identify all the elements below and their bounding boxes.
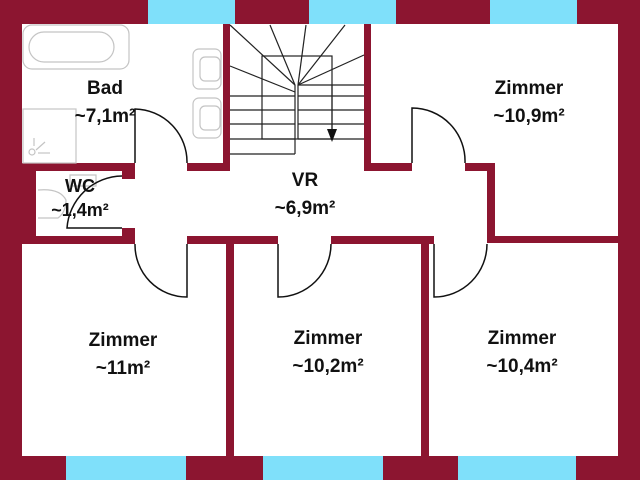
door-zimmer-s [277, 243, 332, 298]
window-bottom-1 [66, 456, 186, 480]
door-zimmer-sw [134, 243, 188, 298]
room-area: ~10,2m² [292, 356, 364, 377]
room-area: ~1,4m² [51, 200, 109, 220]
room-area: ~10,4m² [486, 356, 558, 377]
toilet-icon [37, 174, 97, 219]
room-label-vr: VR ~6,9m² [275, 171, 336, 218]
room-name: VR [291, 170, 319, 191]
door-zimmer-se [433, 243, 488, 298]
room-name: Zimmer [494, 78, 564, 99]
room-name: Zimmer [487, 328, 557, 349]
door-bad [134, 108, 188, 164]
sink-icon [192, 48, 222, 139]
room-name: Zimmer [88, 330, 158, 351]
room-label-zimmer-ne: Zimmer ~10,9m² [493, 79, 564, 126]
door-zimmer-ne [411, 107, 466, 164]
room-label-zimmer-sw: Zimmer ~11m² [89, 331, 158, 378]
room-name: WC [64, 176, 95, 196]
door-wc [66, 175, 123, 229]
window-bottom-3 [458, 456, 576, 480]
room-area: ~6,9m² [274, 198, 336, 219]
staircase [229, 24, 365, 155]
room-label-zimmer-se: Zimmer ~10,4m² [486, 329, 557, 376]
window-top-2 [309, 0, 396, 24]
shower-icon [22, 108, 77, 164]
room-label-wc: WC ~1,4m² [51, 177, 109, 219]
room-label-zimmer-s: Zimmer ~10,2m² [292, 329, 363, 376]
room-area: ~10,9m² [493, 106, 565, 127]
window-top-3 [490, 0, 577, 24]
room-area: ~7,1m² [74, 106, 136, 127]
stair-direction-arrow-icon [327, 129, 337, 142]
window-bottom-2 [263, 456, 383, 480]
doors [66, 107, 488, 298]
room-name: Bad [87, 78, 123, 99]
room-name: Zimmer [293, 328, 363, 349]
room-label-bad: Bad ~7,1m² [75, 79, 136, 126]
interior-walls [22, 24, 618, 456]
room-area: ~11m² [95, 358, 151, 379]
window-top-1 [148, 0, 235, 24]
windows [66, 0, 577, 480]
bathtub-icon [22, 24, 130, 70]
